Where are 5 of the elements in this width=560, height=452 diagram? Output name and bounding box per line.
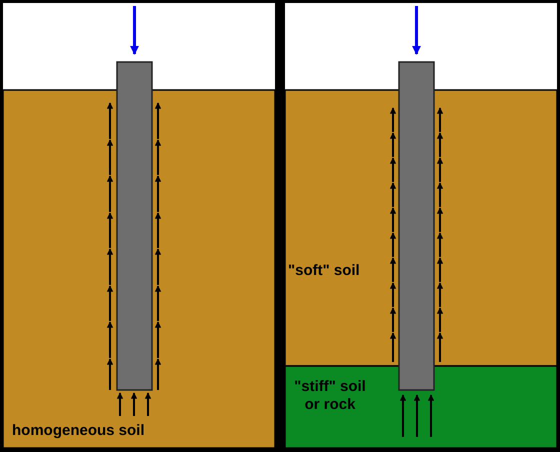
soil-label: "stiff" soil or rock [293,378,367,414]
soil-label: homogeneous soil [12,422,146,440]
pile [398,61,435,391]
soil-label: "soft" soil [288,262,361,280]
pile [116,61,153,391]
